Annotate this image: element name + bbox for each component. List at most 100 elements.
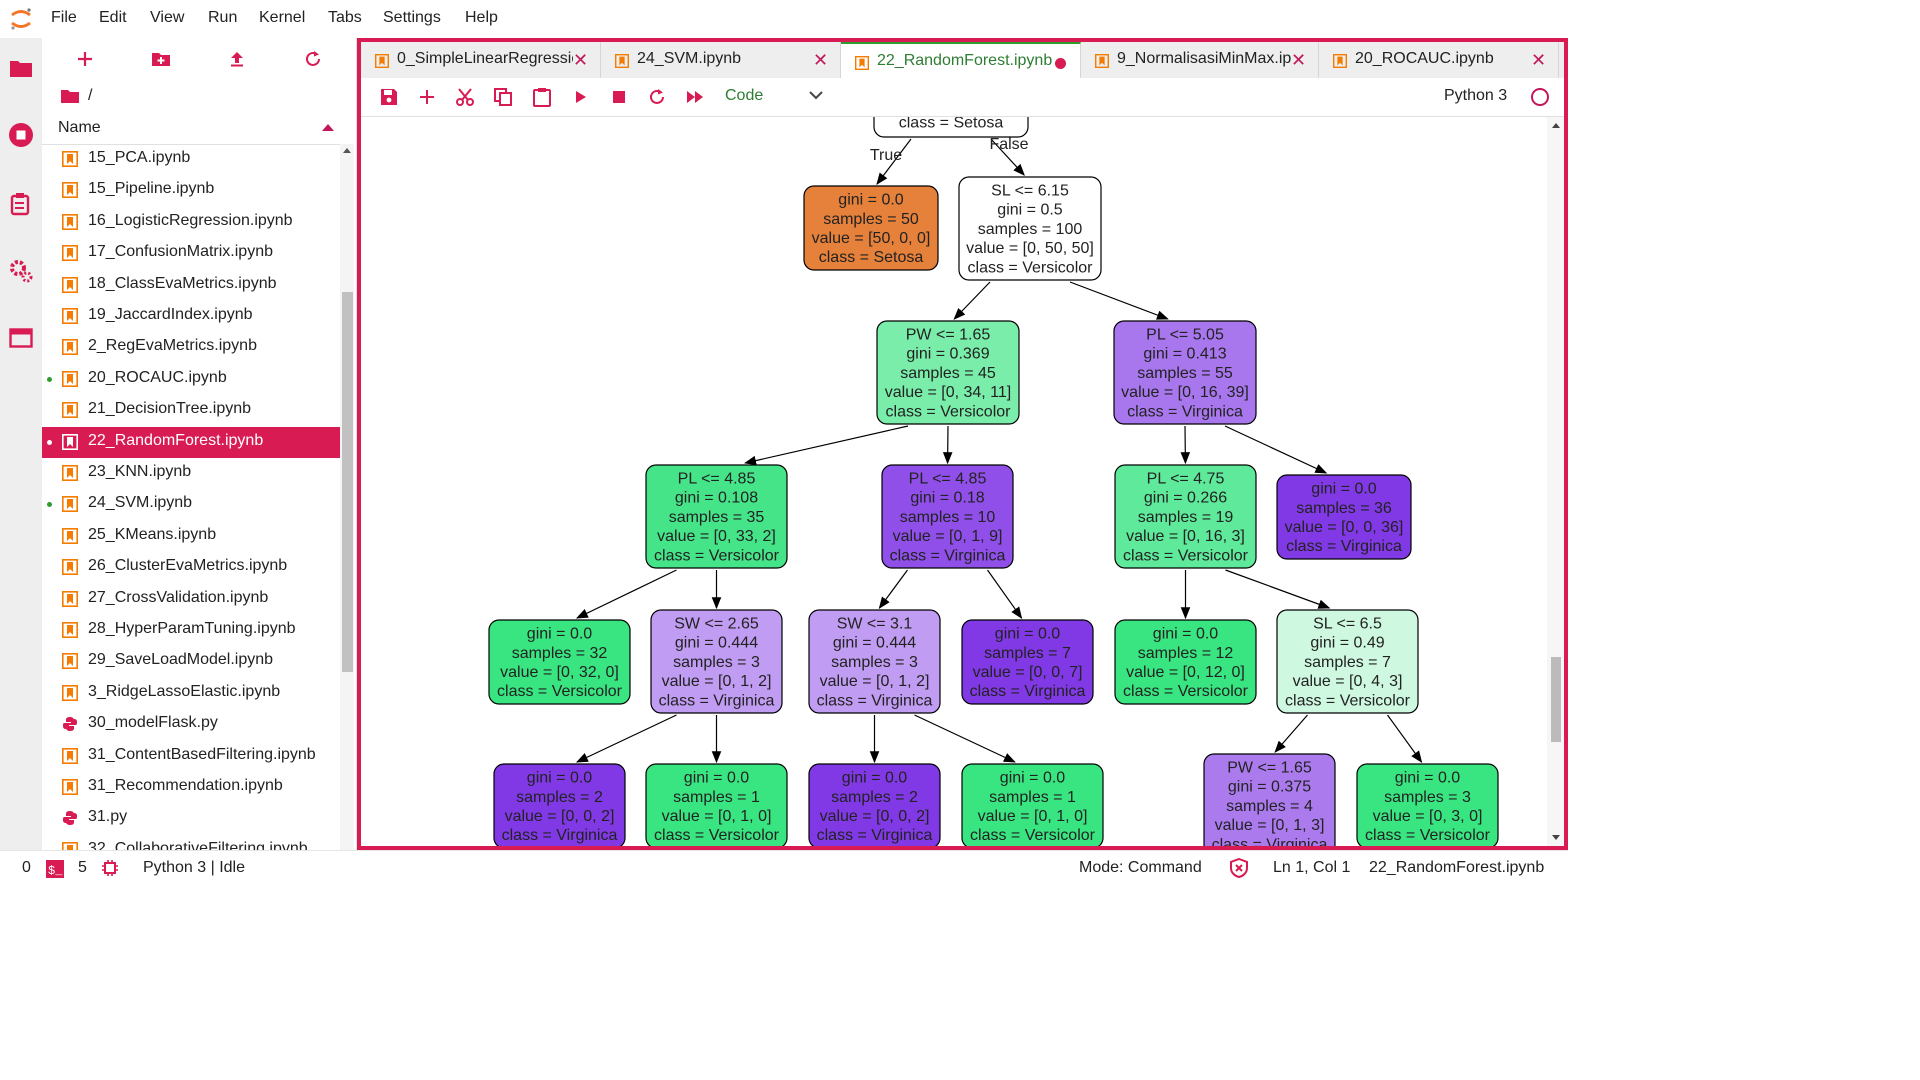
file-item[interactable]: 31_ContentBasedFiltering.ipynb: [42, 741, 340, 772]
scroll-up-icon[interactable]: [1552, 123, 1560, 128]
file-item[interactable]: 32_CollaborativeFiltering.ipynb: [42, 835, 340, 850]
file-item[interactable]: 17_ConfusionMatrix.ipynb: [42, 238, 340, 269]
tree-edge: [744, 425, 909, 466]
new-folder-icon[interactable]: [146, 46, 176, 72]
kernel-name[interactable]: Python 3: [1444, 87, 1508, 104]
file-item[interactable]: 19_JaccardIndex.ipynb: [42, 301, 340, 332]
svg-text:$_: $_: [48, 864, 63, 878]
commands-icon[interactable]: [6, 189, 36, 219]
kernel-count[interactable]: 5: [78, 859, 87, 876]
scrollbar-thumb[interactable]: [342, 292, 353, 672]
tab-notebook[interactable]: 20_ROCAUC.ipynb ✕: [1319, 42, 1559, 78]
home-folder-icon[interactable]: [60, 88, 80, 104]
terminal-icon[interactable]: $_: [46, 860, 64, 878]
restart-icon[interactable]: [643, 84, 671, 110]
tab-notebook[interactable]: 24_SVM.ipynb✕: [601, 42, 841, 78]
breadcrumb-root[interactable]: /: [88, 87, 93, 104]
run-icon[interactable]: [567, 84, 595, 110]
file-item[interactable]: 18_ClassEvaMetrics.ipynb: [42, 270, 340, 301]
run-all-icon[interactable]: [681, 84, 709, 110]
tree-node-line: class = Versicolor: [497, 683, 623, 700]
unsaved-indicator-icon[interactable]: [1055, 58, 1066, 69]
file-item[interactable]: 3_RidgeLassoElastic.ipynb: [42, 678, 340, 709]
menu-help[interactable]: Help: [465, 9, 498, 26]
menu-kernel[interactable]: Kernel: [259, 9, 306, 26]
file-item[interactable]: 20_ROCAUC.ipynb: [42, 364, 340, 395]
file-item[interactable]: 15_Pipeline.ipynb: [42, 175, 340, 206]
tab-label: 20_ROCAUC.ipynb: [1355, 50, 1494, 67]
kernel-status[interactable]: Python 3 | Idle: [143, 859, 245, 876]
folder-icon[interactable]: [6, 53, 36, 83]
file-item[interactable]: 21_DecisionTree.ipynb: [42, 395, 340, 426]
menu-view[interactable]: View: [150, 9, 185, 26]
tree-node-line: gini = 0.0: [1311, 481, 1376, 498]
file-item[interactable]: 28_HyperParamTuning.ipynb: [42, 615, 340, 646]
scrollbar-thumb[interactable]: [1551, 657, 1561, 742]
property-inspector-icon[interactable]: [6, 256, 36, 286]
scroll-down-icon[interactable]: [1552, 835, 1560, 840]
file-item[interactable]: 25_KMeans.ipynb: [42, 521, 340, 552]
file-item[interactable]: 31.py: [42, 803, 340, 834]
file-item[interactable]: 22_RandomForest.ipynb: [42, 426, 340, 458]
scroll-up-icon[interactable]: [343, 148, 351, 153]
cell-type-dropdown[interactable]: Code: [725, 87, 764, 104]
add-cell-icon[interactable]: [413, 84, 441, 110]
tab-notebook[interactable]: 22_RandomForest.ipynb: [841, 42, 1081, 78]
paste-icon[interactable]: [528, 84, 556, 110]
file-item[interactable]: 24_SVM.ipynb: [42, 489, 340, 520]
file-item[interactable]: 31_Recommendation.ipynb: [42, 772, 340, 803]
notebook-scrollbar[interactable]: [1547, 117, 1564, 846]
python-file-icon: [62, 716, 78, 732]
file-name: 30_modelFlask.py: [88, 714, 218, 732]
file-item[interactable]: 15_PCA.ipynb: [42, 144, 340, 175]
tree-node-box: [1276, 609, 1419, 714]
terminal-count[interactable]: 0: [22, 859, 31, 876]
file-list-scrollbar[interactable]: [340, 144, 354, 850]
close-icon[interactable]: ✕: [813, 50, 829, 70]
running-indicator-dot: [47, 502, 52, 508]
name-column-header[interactable]: Name: [58, 119, 101, 136]
running-icon[interactable]: [6, 120, 36, 150]
file-item[interactable]: 29_SaveLoadModel.ipynb: [42, 646, 340, 677]
refresh-icon[interactable]: [298, 46, 328, 72]
file-name: 19_JaccardIndex.ipynb: [88, 306, 253, 323]
tree-node-box: [1356, 763, 1499, 846]
tab-notebook[interactable]: 9_NormalisasiMinMax.ip✕: [1081, 42, 1319, 78]
menu-edit[interactable]: Edit: [99, 9, 127, 26]
notebook-file-icon: [855, 56, 869, 70]
close-icon[interactable]: ✕: [1291, 50, 1307, 70]
cursor-position[interactable]: Ln 1, Col 1: [1273, 859, 1351, 876]
close-icon[interactable]: ✕: [1531, 50, 1547, 70]
new-launcher-icon[interactable]: [70, 46, 100, 72]
kernel-chip-icon[interactable]: [101, 859, 119, 877]
menu-run[interactable]: Run: [208, 9, 238, 26]
tree-node-line: samples = 7: [984, 645, 1071, 662]
upload-icon[interactable]: [222, 46, 252, 72]
notebook-file-icon: [62, 841, 78, 850]
file-list-header[interactable]: Name: [42, 114, 340, 145]
close-icon[interactable]: ✕: [573, 50, 589, 70]
save-icon[interactable]: [375, 84, 403, 110]
notebook-file-icon: [62, 245, 78, 262]
chevron-down-icon[interactable]: [809, 90, 823, 100]
menu-settings[interactable]: Settings: [383, 9, 441, 26]
copy-icon[interactable]: [489, 84, 517, 110]
stop-icon[interactable]: [605, 84, 633, 110]
trust-shield-icon[interactable]: [1230, 858, 1248, 878]
menu-tabs[interactable]: Tabs: [328, 9, 362, 26]
tabs-icon[interactable]: [6, 323, 36, 353]
file-item[interactable]: 2_RegEvaMetrics.ipynb: [42, 332, 340, 363]
file-item[interactable]: 23_KNN.ipynb: [42, 458, 340, 489]
menu-file[interactable]: File: [51, 9, 77, 26]
file-item[interactable]: 30_modelFlask.py: [42, 709, 340, 740]
tab-notebook[interactable]: 0_SimpleLinearRegressic✕: [361, 42, 601, 78]
file-item[interactable]: 16_LogisticRegression.ipynb: [42, 207, 340, 238]
file-item[interactable]: 26_ClusterEvaMetrics.ipynb: [42, 552, 340, 583]
cut-icon[interactable]: [451, 84, 479, 110]
file-item[interactable]: 27_CrossValidation.ipynb: [42, 584, 340, 615]
python-file-icon: [62, 810, 78, 826]
tree-node-line: value = [50, 0, 0]: [812, 230, 931, 247]
notebook-file-icon: [62, 496, 78, 513]
notebook-file-icon: [62, 308, 78, 324]
